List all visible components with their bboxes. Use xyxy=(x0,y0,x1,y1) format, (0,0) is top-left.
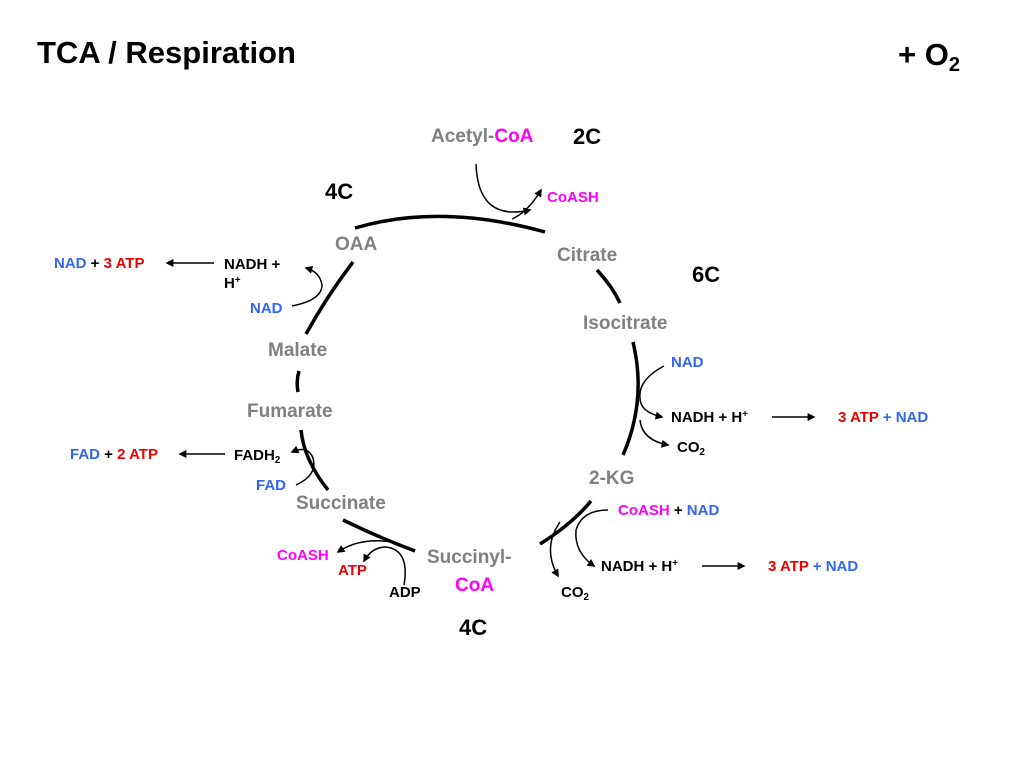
metabolite-oaa: OAA xyxy=(335,234,378,255)
cycle-arc-top xyxy=(354,214,546,234)
coash-release-arrow xyxy=(511,188,542,220)
nad-isocitrate-curve xyxy=(639,365,665,420)
cycle-arc-oaa-malate xyxy=(304,260,355,335)
atp-nad-isocitrate-output: 3 ATP + NAD xyxy=(838,409,929,426)
metabolite-citrate: Citrate xyxy=(557,245,618,266)
nad-to-nadh-malate-curve xyxy=(291,265,323,307)
carbon-count-2c: 2C xyxy=(573,124,602,149)
nad-isocitrate-label: NAD xyxy=(671,354,704,371)
cycle-arc-kg-isocitrate xyxy=(621,341,640,456)
metabolite-2-kg: 2-KG xyxy=(589,468,635,489)
metabolite-succinate: Succinate xyxy=(296,493,386,514)
coash-nad-kg-curve xyxy=(575,509,609,567)
metabolite-succinyl-coa: CoA xyxy=(455,575,495,596)
cycle-arc-malate-fumarate xyxy=(295,370,301,393)
nad-malate-label: NAD xyxy=(250,300,283,317)
coash-succinyl-label: CoASH xyxy=(277,547,329,564)
cycle-arc-isocitrate-citrate xyxy=(595,268,622,304)
h-plus-malate-label: H+ xyxy=(224,275,241,292)
cycle-arc-succinate-succinyl xyxy=(342,518,416,553)
cycle-arc-succinyl-kg xyxy=(539,499,593,546)
carbon-count-4c-bottom: 4C xyxy=(459,615,488,640)
adp-label: ADP xyxy=(389,584,421,601)
nadh-kg-label: NADH + H+ xyxy=(601,558,678,575)
carbon-count-4c-top: 4C xyxy=(325,179,354,204)
page-title: TCA / Respiration xyxy=(37,35,296,70)
fad-succinate-label: FAD xyxy=(256,477,286,494)
nad-atp-malate-output: NAD + 3 ATP xyxy=(54,255,145,272)
co2-isocitrate-label: CO2 xyxy=(677,439,705,458)
adp-to-atp-curve xyxy=(363,546,406,586)
metabolite-malate: Malate xyxy=(268,340,328,361)
nadh-isocitrate-label: NADH + H+ xyxy=(671,409,748,426)
fadh2-label: FADH2 xyxy=(234,447,281,466)
oxygen-label: + O2 xyxy=(898,37,961,77)
coash-citrate-label: CoASH xyxy=(547,189,599,206)
atp-nad-kg-output: 3 ATP + NAD xyxy=(768,558,859,575)
acetyl-coa-entry-curve xyxy=(475,163,532,216)
nadh-malate-label: NADH + xyxy=(224,256,281,273)
metabolite-acetyl-coa: Acetyl-CoA xyxy=(431,126,534,147)
atp-succinyl-label: ATP xyxy=(338,562,367,579)
metabolite-isocitrate: Isocitrate xyxy=(583,313,668,334)
carbon-count-6c: 6C xyxy=(692,262,721,287)
coash-succinyl-arrow xyxy=(336,540,393,553)
co2-kg-label: CO2 xyxy=(561,584,589,603)
fad-to-fadh2-curve xyxy=(290,445,315,486)
metabolite-fumarate: Fumarate xyxy=(247,401,333,422)
coash-nad-kg-label: CoASH + NAD xyxy=(618,502,720,519)
co2-isocitrate-arrow xyxy=(639,419,670,448)
co2-kg-arrow xyxy=(549,521,561,578)
fad-atp-output: FAD + 2 ATP xyxy=(70,446,158,463)
metabolite-succinyl: Succinyl- xyxy=(427,547,512,568)
cycle-arc-fumarate-succinate xyxy=(299,429,330,492)
